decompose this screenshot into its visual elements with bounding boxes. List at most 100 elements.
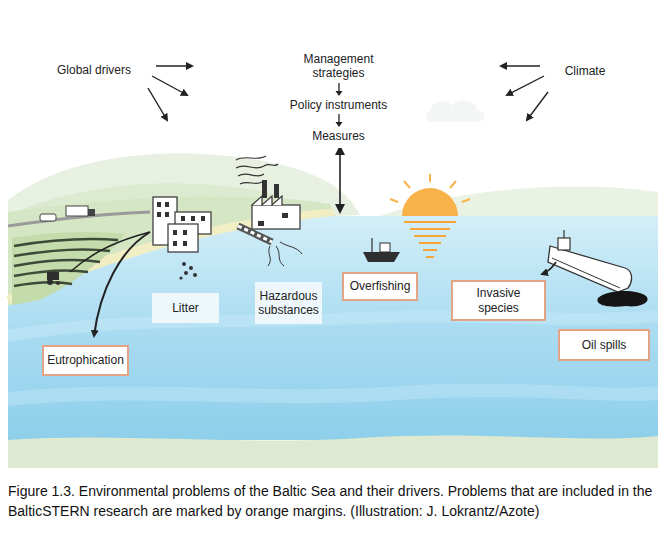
- management-box: Management strategiesPolicy instrumentsM…: [273, 48, 404, 148]
- reflection: [426, 256, 434, 258]
- sea: [8, 216, 658, 440]
- arrow-shaft: [338, 114, 339, 123]
- sun: [402, 188, 458, 216]
- reflection: [410, 228, 450, 230]
- box-text: Climate: [565, 64, 606, 78]
- ray: [404, 181, 410, 188]
- dot: [189, 266, 193, 270]
- furrow: [14, 282, 72, 286]
- label-box: Litter: [152, 293, 219, 323]
- window: [201, 216, 205, 221]
- discharge: [280, 242, 302, 254]
- windows: [157, 202, 205, 246]
- dot: [193, 273, 197, 277]
- box-text: Litter: [172, 301, 199, 315]
- box-text: Oil spills: [582, 338, 627, 352]
- window: [157, 202, 161, 207]
- runoff-line: [70, 232, 150, 272]
- climate-arrow: [501, 65, 540, 66]
- factory: [252, 205, 300, 229]
- tanker: [548, 246, 632, 292]
- problem-box: Overfishing: [342, 272, 418, 301]
- window: [258, 221, 264, 226]
- arrow-head: [335, 91, 342, 96]
- boat-mast: [371, 238, 372, 252]
- driver-arrow: [156, 65, 192, 66]
- reflection: [414, 235, 446, 237]
- pipe-pattern: [238, 226, 272, 242]
- window: [157, 212, 161, 217]
- small-arrow: [334, 82, 344, 97]
- furrow: [14, 260, 100, 266]
- sun-rays: [390, 174, 470, 202]
- ballast-arrow: [542, 262, 556, 274]
- caption: Figure 1.3. Environmental problems of th…: [8, 481, 663, 521]
- climate-arrow: [527, 92, 548, 120]
- runoff-arrow: [94, 232, 150, 336]
- box-text: Eutrophication: [47, 353, 124, 367]
- box-text: Invasive species: [459, 286, 538, 315]
- truck: [66, 206, 88, 216]
- tractor-wheel: [56, 281, 60, 285]
- smoke: [240, 182, 262, 184]
- window: [181, 216, 185, 221]
- box-text: Measures: [312, 129, 365, 143]
- field: [12, 232, 125, 305]
- arrow-shaft: [338, 83, 339, 92]
- tractor-wheel: [47, 279, 53, 285]
- small-arrow: [334, 113, 344, 128]
- hill: [380, 187, 658, 216]
- discharge: [276, 246, 284, 266]
- fishing-boat: [363, 252, 400, 262]
- chimney: [262, 180, 267, 198]
- double-arrow: [339, 147, 341, 212]
- wave-band: [8, 383, 658, 406]
- window: [183, 230, 187, 235]
- pipe: [238, 226, 272, 242]
- problem-box: Eutrophication: [42, 345, 129, 376]
- reflection: [419, 242, 441, 244]
- discharge: [268, 246, 270, 266]
- dot: [179, 276, 182, 279]
- litter-dots: [179, 262, 197, 280]
- box-text: Policy instruments: [290, 98, 387, 112]
- truck-cab: [88, 209, 95, 216]
- box-text: Global drivers: [57, 63, 131, 77]
- box-text: Overfishing: [350, 279, 411, 293]
- tractor: [47, 272, 59, 280]
- label-box: Hazardous substances: [255, 282, 322, 324]
- tanker-deck: [552, 258, 620, 288]
- window: [173, 241, 177, 246]
- cloud: [426, 100, 485, 122]
- label-box: Global drivers: [40, 56, 148, 84]
- problem-box: Oil spills: [558, 329, 650, 361]
- box-text: Management strategies: [279, 52, 398, 81]
- oil-spill: [597, 291, 647, 307]
- sea-floor: [8, 435, 658, 468]
- climate-arrow: [507, 76, 544, 95]
- dot: [184, 271, 188, 275]
- window: [165, 212, 169, 217]
- ray: [429, 174, 431, 182]
- smoke: [236, 164, 278, 168]
- dot: [182, 262, 186, 266]
- tanker-bridge: [558, 238, 570, 250]
- reflection: [423, 249, 437, 251]
- problem-box: Invasive species: [451, 280, 546, 321]
- sky: [8, 8, 658, 468]
- ray: [390, 199, 398, 202]
- smoke: [236, 156, 266, 160]
- ray: [462, 199, 470, 202]
- window: [165, 202, 169, 207]
- reflection: [404, 221, 456, 223]
- arrow-head: [335, 122, 342, 127]
- label-box: Climate: [548, 56, 622, 86]
- driver-arrow: [148, 88, 167, 120]
- driver-arrow: [152, 76, 187, 95]
- building: [168, 224, 198, 252]
- furrow: [14, 239, 118, 246]
- sun-reflection: [404, 222, 456, 257]
- boat-cabin: [380, 243, 390, 252]
- box-text: Hazardous substances: [258, 289, 319, 318]
